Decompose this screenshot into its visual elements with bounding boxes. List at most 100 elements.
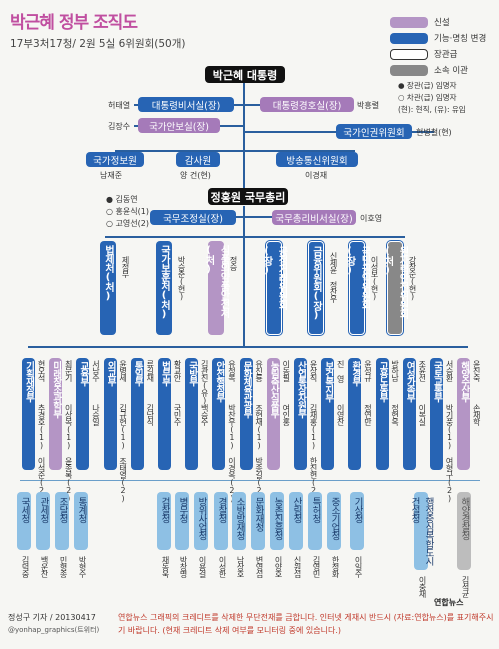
minister-name: 유정복 — [227, 360, 237, 381]
person-name: 양 건(현) — [180, 171, 211, 180]
ministry-label: 산업통상자원부 — [295, 361, 307, 417]
ministry-label: 환경부 — [349, 361, 361, 385]
audit-box: 감사원 — [176, 152, 220, 167]
ministry-label: 문화체육관광부 — [241, 361, 253, 417]
vice-minister-name: 조현재(1) 박종길(2) — [254, 404, 264, 502]
agency-box: 해양경찰청 — [457, 492, 471, 570]
minister-name: 방하남 — [390, 360, 400, 381]
agency-box: 통계청 — [74, 492, 88, 550]
agency-label: 관세청 — [38, 497, 49, 523]
mid-agency-box: 금융위원회(장) — [308, 241, 324, 335]
vice-minister-name: 박기풍(1) 여형구(2) — [445, 404, 454, 502]
ministry-label: 통일부 — [132, 361, 144, 385]
ministry-box: 법무부 — [158, 358, 171, 470]
agency-head-name: 이충재 — [418, 576, 427, 597]
agency-box: 문화재청 — [251, 492, 265, 550]
agency-box: 조달청 — [55, 492, 69, 550]
vice-minister-name: 여인홍 — [281, 404, 291, 425]
agency-head-name: 김덕중 — [21, 556, 30, 577]
vice-minister-name: 이영찬 — [336, 404, 346, 425]
person-name: 현병철(현) — [416, 128, 452, 137]
vice-minister-name: 국민수 — [173, 404, 182, 425]
legend-note: (현): 현직, (유): 유임 — [398, 105, 466, 114]
agency-box: 경찰청 — [214, 492, 228, 550]
legend-abolished: 소속 이관 — [390, 64, 468, 76]
agency-head-name: 신원섭 — [293, 556, 302, 577]
person-name: 강창순(현) — [408, 256, 417, 300]
agency-head-name: 채동욱 — [161, 556, 170, 577]
ministry-box: 국토교통부 — [430, 358, 443, 470]
minister-name: 윤성규 — [363, 360, 373, 381]
agency-box: 특허청 — [308, 492, 322, 550]
vice-minister-name: 백승주 — [200, 404, 210, 425]
ministry-label: 기획재정부 — [23, 361, 35, 401]
person-name: 허태열 — [108, 101, 131, 110]
minister-name: 윤병세 — [118, 360, 128, 381]
ministry-label: 보건복지부 — [322, 361, 334, 401]
minister-name: 진 영 — [336, 360, 346, 382]
agency-label: 통계청 — [76, 497, 87, 523]
agency-box: 산림청 — [289, 492, 303, 550]
ministry-box: 기획재정부 — [22, 358, 35, 470]
legend-swatch — [390, 48, 428, 60]
mid-agency-box: 국민권익위원회(장) — [344, 241, 370, 335]
agency-head-name: 이성한 — [218, 556, 227, 577]
agency-head-name: 이양호 — [274, 556, 283, 577]
credit: 정성구 기자 / 20130417 — [8, 613, 96, 622]
agency-box: 중소기업청 — [327, 492, 341, 550]
person-name: 박승춘(현) — [177, 256, 186, 300]
person-name: 이호영 — [360, 214, 383, 223]
person-name: 제정부 — [121, 256, 130, 277]
national-security-box: 국가안보실(장) — [138, 118, 220, 133]
agency-box: 방위사업청 — [194, 492, 208, 550]
agency-box: 병무청 — [175, 492, 189, 550]
person-name: 남재준 — [100, 171, 123, 180]
agency-box: 검찰청 — [157, 492, 171, 550]
agency-label: 농촌진흥청 — [272, 497, 283, 540]
main-connector — [243, 206, 245, 346]
main-connector — [243, 78, 245, 188]
vice-minister-name: 이복실 — [417, 404, 427, 425]
connector — [115, 150, 355, 152]
vice-minister-name: 정연만 — [363, 404, 373, 425]
person-name: 박흥렬 — [357, 101, 380, 110]
agency-label: 산림청 — [291, 497, 302, 523]
broadcast-box: 방송통신위원회 — [276, 152, 358, 167]
legend-new: 신설 — [390, 16, 450, 28]
agency-head-name: 김영민 — [312, 556, 321, 577]
legend-swatch — [390, 32, 428, 44]
agency-box: 관세청 — [36, 492, 50, 550]
person-name: ○ 고영선(2) — [106, 219, 149, 228]
page-subtitle: 17부3처17청/ 2원 5실 6위원회(50개) — [10, 38, 186, 50]
ministry-box: 안전행정부 — [212, 358, 226, 470]
person-name: 정승 — [229, 256, 238, 270]
agency-box: 국세청 — [17, 492, 31, 550]
ministry-box: 국방부 — [185, 358, 199, 470]
connector — [134, 104, 354, 106]
mid-agency-box: 공정거래위원회(장) — [261, 241, 287, 335]
ministry-box: 교육부 — [76, 358, 90, 470]
minister-name: 서승환 — [445, 360, 454, 381]
legend-changed: 기능·명칭 변경 — [390, 32, 486, 44]
connector — [20, 480, 480, 481]
agency-label: 조달청 — [57, 497, 68, 523]
vice-minister-name: 박찬우(1) 이경옥(2) — [227, 404, 237, 502]
ministry-box: 농림축산식품부 — [266, 358, 280, 470]
coordination-office-box: 국무조정실(장) — [150, 210, 236, 225]
ministry-box: 환경부 — [348, 358, 362, 470]
person-name: ● 김동연 — [106, 195, 138, 204]
agency-label: 국세청 — [19, 497, 30, 523]
vice-minister-name: 이상목(1) 윤종록(2) — [64, 404, 74, 502]
agency-head-name: 변영섭 — [255, 556, 264, 577]
legend-note: ○ 차관(급) 임명자 — [398, 93, 457, 102]
agency-label: 중소기업청 — [329, 497, 340, 540]
connector — [105, 236, 405, 238]
pm-box: 정홍원 국무총리 — [208, 188, 288, 205]
minister-name: 서남수 — [91, 360, 101, 381]
agency-label: 방위사업청 — [196, 497, 207, 540]
minister-name: 이동필 — [281, 360, 291, 381]
ministry-box: 고용노동부 — [375, 358, 389, 470]
agency-head-name: 이일수 — [354, 556, 363, 577]
mid-agency-box: 식품의약품안전처(처) — [203, 241, 229, 335]
ministry-box: 산업통상자원부 — [294, 358, 307, 470]
